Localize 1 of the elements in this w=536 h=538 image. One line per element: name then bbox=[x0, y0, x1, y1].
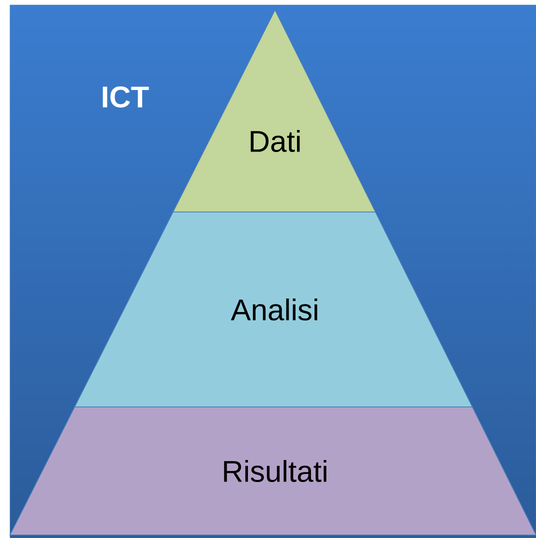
title-label: ICT bbox=[102, 86, 149, 108]
